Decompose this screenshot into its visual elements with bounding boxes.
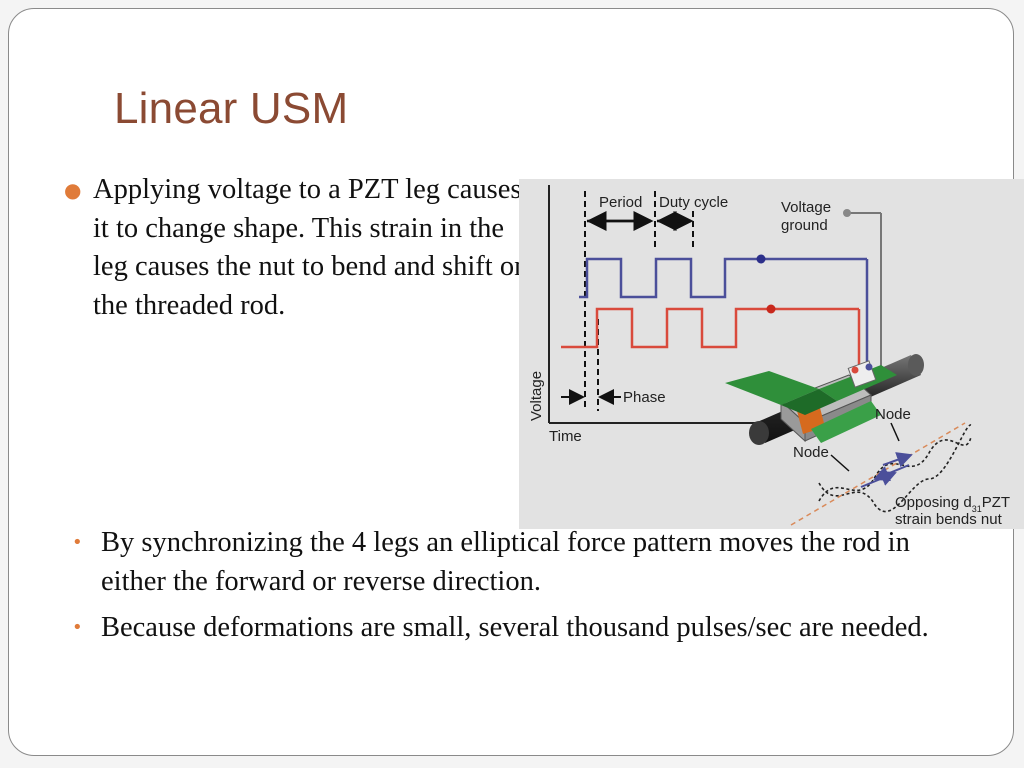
bullet-text: Because deformations are small, several …: [101, 612, 929, 643]
period-label: Period: [599, 194, 642, 211]
node-label-lower: Node: [793, 444, 829, 461]
bullet-dot-icon: ●: [64, 178, 82, 202]
voltage-axis-label: Voltage: [528, 371, 545, 421]
bullet-item: • Because deformations are small, severa…: [72, 609, 981, 648]
time-axis-label: Time: [549, 428, 582, 445]
blue-contact-icon: [865, 363, 873, 371]
duty-cycle-label: Duty cycle: [659, 194, 728, 211]
slide-title: Linear USM: [114, 84, 349, 133]
red-contact-icon: [851, 366, 859, 374]
usm-diagram: Period Duty cycle Voltage ground Phase V…: [519, 179, 1024, 529]
bullet-item: • By synchronizing the 4 legs an ellipti…: [72, 524, 981, 601]
duty-cycle-arrow: [656, 211, 694, 249]
strain-label-line1: Opposing d31PZT: [895, 494, 1010, 514]
bullet-text: Applying voltage to a PZT leg causes it …: [93, 174, 529, 321]
blue-signal-terminal-icon: [756, 254, 766, 264]
period-reference-lines: [584, 191, 656, 411]
voltage-ground-label-line1: Voltage: [781, 199, 831, 216]
voltage-ground-label-line2: ground: [781, 217, 828, 234]
strain-direction-arrows: [860, 452, 913, 488]
phase-label: Phase: [623, 389, 666, 406]
bullet-dot-icon: •: [72, 617, 83, 638]
bullet-dot-icon: •: [72, 532, 83, 553]
strain-label-suffix: PZT: [982, 494, 1010, 511]
blue-signal-wave: [579, 257, 761, 299]
bullet-text: By synchronizing the 4 legs an elliptica…: [101, 527, 910, 597]
strain-label-prefix: Opposing d: [895, 494, 972, 511]
voltage-ground-line: [843, 209, 882, 379]
bullet-item: ● Applying voltage to a PZT leg causes i…: [64, 171, 533, 325]
node-label-upper: Node: [875, 406, 911, 423]
strain-label-subscript: 31: [972, 504, 982, 514]
strain-label-line2: strain bends nut: [895, 511, 1003, 528]
red-signal-wave: [561, 307, 771, 349]
red-signal-terminal-icon: [766, 304, 776, 314]
